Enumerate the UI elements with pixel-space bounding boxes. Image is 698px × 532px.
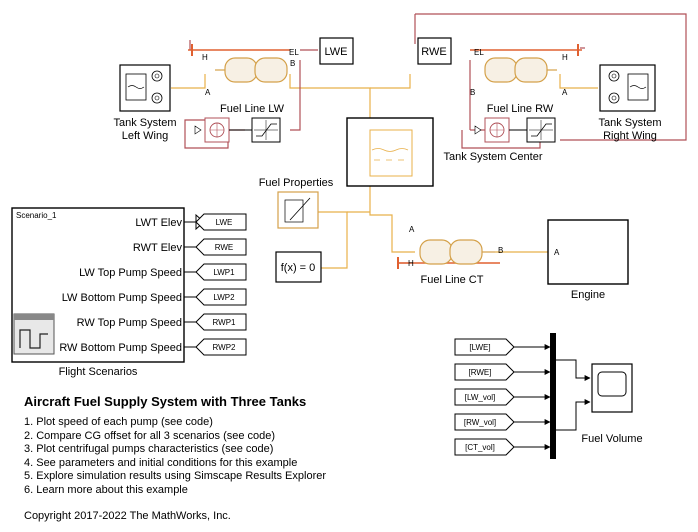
goto-tag-lwp2-label: LWP2 <box>213 293 235 302</box>
fluid-connections <box>171 74 598 269</box>
goto-tag-rwp1-label: RWP1 <box>213 318 237 327</box>
tank-center-label: Tank System Center <box>443 151 542 163</box>
fuel-line-lw[interactable]: H EL A B Fuel Line LW <box>188 44 299 115</box>
from-tag-ct-vol-label: [CT_vol] <box>465 443 495 452</box>
fuel-line-lw-port-el: EL <box>289 48 299 57</box>
link-plot-pump-characteristics[interactable]: 3. Plot centrifugal pumps characteristic… <box>24 443 274 456</box>
goto-tag-lwe-label: LWE <box>216 218 233 227</box>
tank-system-center[interactable]: Tank System Center <box>346 117 543 187</box>
from-tags: [LWE] [RWE] [LW_vol] [RW_vol] [CT_vol] <box>454 338 551 456</box>
tank-right-label-1: Tank System <box>599 117 662 129</box>
fuel-line-ct-port-h: H <box>408 259 414 268</box>
engine-port-a: A <box>554 248 560 257</box>
engine-label: Engine <box>571 289 605 301</box>
signal-builder-icon <box>13 313 55 355</box>
link-explore-results[interactable]: 5. Explore simulation results using Sims… <box>24 470 327 483</box>
from-tag-lw-vol[interactable]: [LW_vol] <box>454 388 551 406</box>
fuel-volume-scope[interactable]: Fuel Volume <box>581 363 643 445</box>
from-tag-rw-vol-label: [RW_vol] <box>464 418 496 427</box>
goto-tag-rwp2-label: RWP2 <box>213 343 237 352</box>
goto-tag-rwp2[interactable]: RWP2 <box>184 338 247 356</box>
solver-label: f(x) = 0 <box>281 262 316 274</box>
fuel-line-rw[interactable]: EL H B A Fuel Line RW <box>470 44 582 115</box>
from-tag-lwe[interactable]: [LWE] <box>454 338 551 356</box>
tank-right-label-2: Right Wing <box>603 130 657 142</box>
right-pump-block[interactable] <box>474 117 510 143</box>
rwe-goto-block[interactable]: RWE <box>417 37 452 65</box>
example-links-list: 1. Plot speed of each pump (see code) 2.… <box>24 416 326 498</box>
page-title: Aircraft Fuel Supply System with Three T… <box>24 394 307 409</box>
flight-scenarios-block[interactable]: Scenario_1 LWT Elev RWT Elev LW Top Pump… <box>11 207 185 378</box>
fuel-properties-block[interactable]: Fuel Properties <box>259 177 334 229</box>
fuel-line-ct-port-b: B <box>498 246 503 255</box>
engine-block[interactable]: A Engine <box>547 219 629 301</box>
left-saturation-block[interactable] <box>251 117 281 143</box>
fuel-line-rw-port-b: B <box>470 88 475 97</box>
scenario-name: Scenario_1 <box>16 211 57 220</box>
fuel-line-rw-port-h: H <box>562 53 568 62</box>
fuel-line-lw-port-h: H <box>202 53 208 62</box>
fuel-line-rw-label: Fuel Line RW <box>487 103 554 115</box>
tank-left-label-1: Tank System <box>114 117 177 129</box>
scenario-output-1: RWT Elev <box>133 242 183 254</box>
lwe-goto-label: LWE <box>324 46 347 58</box>
link-see-parameters[interactable]: 4. See parameters and initial conditions… <box>24 456 298 469</box>
link-learn-more[interactable]: 6. Learn more about this example <box>24 483 188 496</box>
solver-configuration-block[interactable]: f(x) = 0 <box>275 251 322 283</box>
goto-tag-lwp1[interactable]: LWP1 <box>184 263 247 281</box>
fuel-line-ct-port-a: A <box>409 225 415 234</box>
link-compare-cg-offset[interactable]: 2. Compare CG offset for all 3 scenarios… <box>24 429 276 442</box>
goto-tag-lwp1-label: LWP1 <box>213 268 235 277</box>
goto-tag-rwe[interactable]: RWE <box>184 238 247 256</box>
mux-blocks[interactable] <box>550 333 591 459</box>
scenario-goto-tags: LWE RWE LWP1 LWP2 RWP1 RWP2 <box>184 213 247 356</box>
rwe-goto-label: RWE <box>421 46 446 58</box>
goto-tag-rwe-label: RWE <box>215 243 234 252</box>
from-tag-rwe[interactable]: [RWE] <box>454 363 551 381</box>
goto-tag-rwp1[interactable]: RWP1 <box>184 313 247 331</box>
fuel-properties-label: Fuel Properties <box>259 177 334 189</box>
fuel-line-rw-port-a: A <box>562 88 568 97</box>
lwe-goto-block[interactable]: LWE <box>319 37 354 65</box>
scenario-output-4: RW Top Pump Speed <box>77 317 182 329</box>
fuel-line-lw-port-a: A <box>205 88 211 97</box>
from-tag-rwe-label: [RWE] <box>469 368 492 377</box>
copyright-notice: Copyright 2017-2022 The MathWorks, Inc. <box>24 510 231 522</box>
link-plot-pump-speed[interactable]: 1. Plot speed of each pump (see code) <box>24 416 213 428</box>
from-tag-lw-vol-label: [LW_vol] <box>465 393 496 402</box>
from-tag-lwe-label: [LWE] <box>469 343 490 352</box>
fuel-line-ct[interactable]: A B H Fuel Line CT <box>397 225 503 286</box>
tank-system-left-wing[interactable]: Tank System Left Wing <box>114 64 177 142</box>
scenario-output-2: LW Top Pump Speed <box>79 267 182 279</box>
fuel-line-lw-port-b: B <box>290 59 295 68</box>
fuel-line-rw-port-el: EL <box>474 48 484 57</box>
scenario-output-3: LW Bottom Pump Speed <box>62 292 182 304</box>
from-tag-ct-vol[interactable]: [CT_vol] <box>454 438 551 456</box>
flight-scenarios-label: Flight Scenarios <box>59 366 138 378</box>
fuel-line-lw-label: Fuel Line LW <box>220 103 285 115</box>
right-saturation-block[interactable] <box>526 117 556 143</box>
goto-tag-lwe[interactable]: LWE <box>184 213 247 231</box>
fuel-volume-label: Fuel Volume <box>581 433 642 445</box>
fuel-line-ct-label: Fuel Line CT <box>421 274 484 286</box>
left-pump-block[interactable] <box>194 117 230 143</box>
from-tag-rw-vol[interactable]: [RW_vol] <box>454 413 551 431</box>
tank-left-label-2: Left Wing <box>122 130 168 142</box>
goto-tag-lwp2[interactable]: LWP2 <box>184 288 247 306</box>
scenario-output-0: LWT Elev <box>135 217 182 229</box>
tank-system-right-wing[interactable]: Tank System Right Wing <box>599 64 662 142</box>
scenario-output-5: RW Bottom Pump Speed <box>59 342 182 354</box>
